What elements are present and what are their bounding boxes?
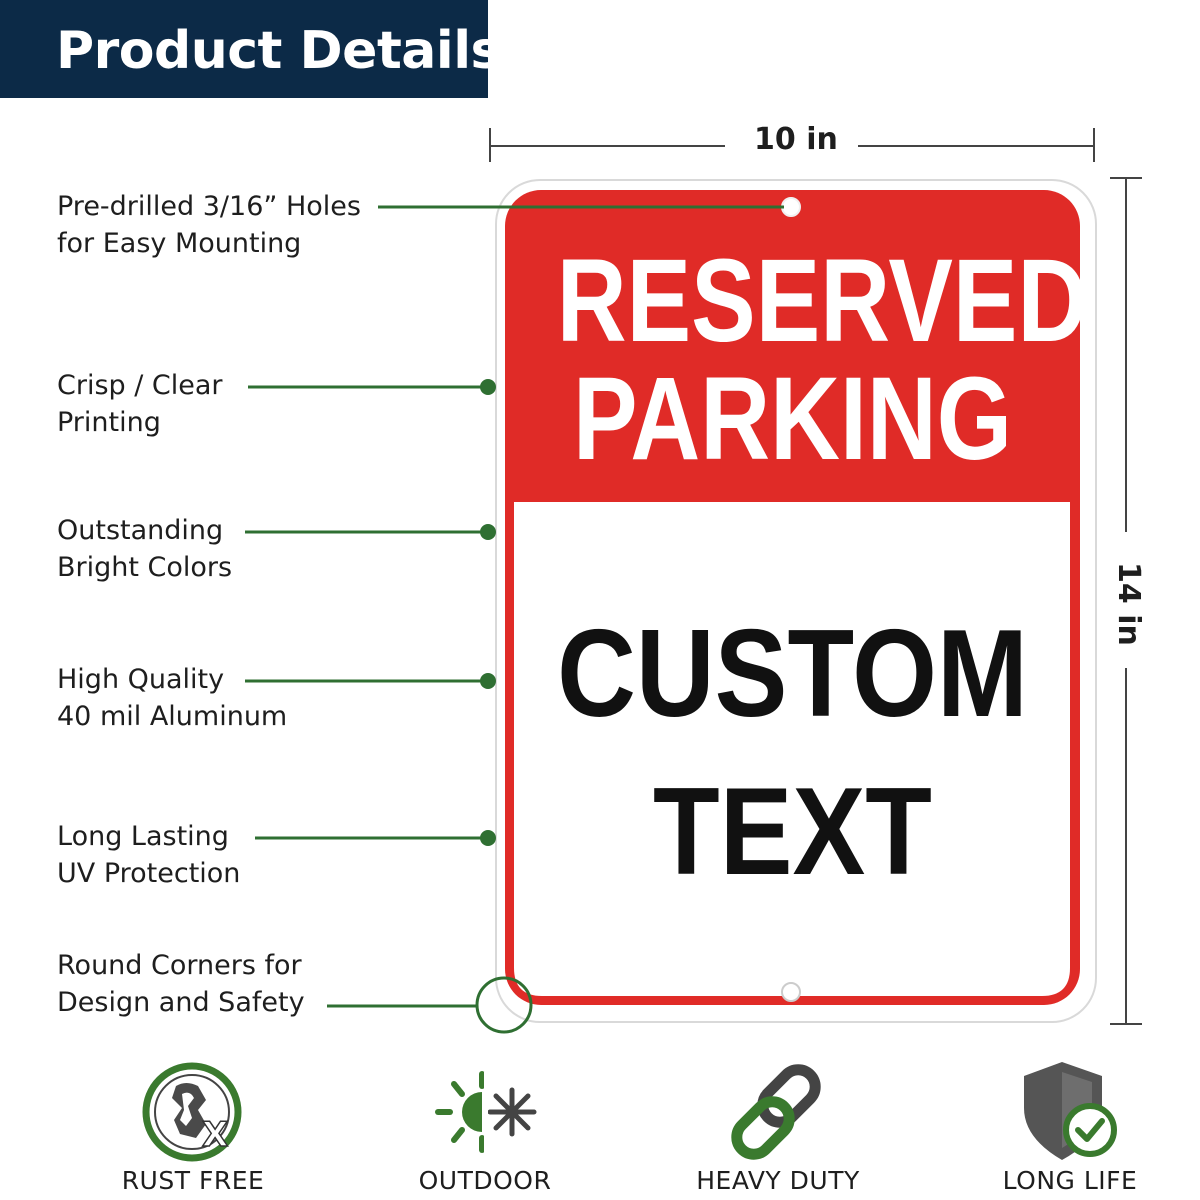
feature-line: 40 mil Aluminum <box>57 701 288 732</box>
feature-line: Long Lasting <box>57 821 229 852</box>
feature-colors: Outstanding Bright Colors <box>57 512 232 586</box>
svg-text:X: X <box>202 1115 228 1155</box>
feature-line: for Easy Mounting <box>57 228 302 259</box>
feature-line: High Quality <box>57 664 225 695</box>
leader-lines <box>245 205 784 1008</box>
feature-line: Pre-drilled 3/16” Holes <box>57 191 361 222</box>
sun-snowflake-icon <box>435 1071 537 1154</box>
badge-outdoor-label: OUTDOOR <box>418 1166 552 1195</box>
sign-custom-text: CUSTOM <box>557 605 1028 743</box>
badge-rust-free-label: RUST FREE <box>121 1166 265 1195</box>
feature-line: Bright Colors <box>57 552 233 583</box>
feature-aluminum: High Quality 40 mil Aluminum <box>57 661 287 735</box>
rust-free-icon: X <box>142 1062 242 1162</box>
sign-text-text: TEXT <box>653 763 932 901</box>
feature-line: Round Corners for <box>57 950 302 981</box>
corner-highlight-circle <box>475 976 533 1034</box>
feature-uv-protection: Long Lasting UV Protection <box>57 818 240 892</box>
shield-check-icon <box>1024 1062 1117 1160</box>
feature-line: Crisp / Clear <box>57 370 223 401</box>
feature-line: UV Protection <box>57 858 241 889</box>
badge-heavy-duty-label: HEAVY DUTY <box>696 1166 860 1195</box>
feature-line: Design and Safety <box>57 987 305 1018</box>
header-banner: Product Details <box>0 0 502 98</box>
width-label: 10 in <box>754 122 838 157</box>
chain-link-icon <box>731 1064 821 1160</box>
width-dimension-line <box>489 128 1095 162</box>
sign-parking-text: PARKING <box>572 353 1013 485</box>
feature-printing: Crisp / Clear Printing <box>57 367 223 441</box>
page-title: Product Details <box>56 21 502 81</box>
bottom-mounting-hole <box>781 982 801 1002</box>
height-label: 14 in <box>1111 562 1146 646</box>
sign-reserved-text: RESERVED <box>556 235 1088 367</box>
feature-line: Outstanding <box>57 515 224 546</box>
sign-text-area: RESERVED PARKING CUSTOM TEXT <box>505 190 1088 1005</box>
feature-line: Printing <box>57 407 161 438</box>
badge-long-life-label: LONG LIFE <box>1002 1166 1138 1195</box>
feature-mounting-holes: Pre-drilled 3/16” Holes for Easy Mountin… <box>57 188 361 262</box>
feature-round-corners: Round Corners for Design and Safety <box>57 947 305 1021</box>
leader-dots <box>480 379 496 846</box>
parking-sign <box>495 179 1097 1023</box>
height-dimension-line <box>1110 177 1142 1025</box>
